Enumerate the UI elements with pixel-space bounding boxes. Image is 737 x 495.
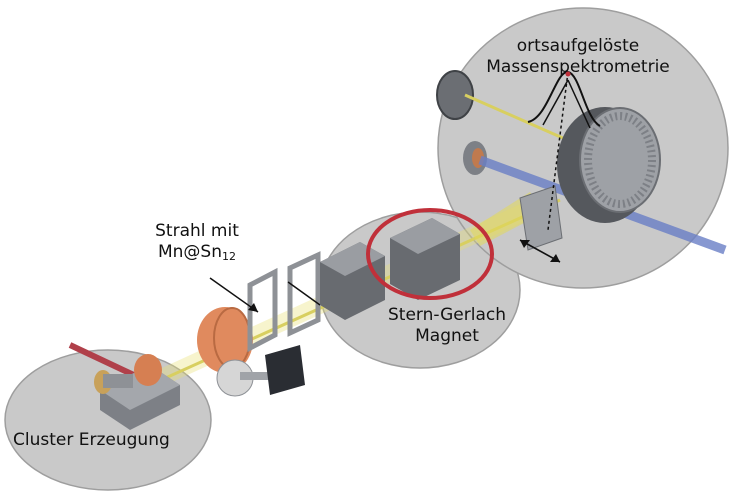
- label-beam-line1: Strahl mit: [137, 221, 257, 242]
- rotation-arrow: [288, 282, 320, 305]
- label-magnet-line2: Magnet: [377, 326, 517, 347]
- detector-panel: [265, 345, 305, 395]
- label-beam-formula: Mn@Sn: [158, 242, 222, 262]
- label-cluster-source: Cluster Erzeugung: [13, 430, 170, 451]
- label-beam-line2: Mn@Sn12: [137, 242, 257, 267]
- source-rod: [103, 374, 133, 388]
- label-spectrometry-line1: ortsaufgelöste: [478, 36, 678, 57]
- label-magnet-line1: Stern-Gerlach: [377, 305, 517, 326]
- label-spectrometry-line2: Massenspektrometrie: [478, 57, 678, 78]
- label-beam: Strahl mit Mn@Sn12: [137, 221, 257, 267]
- label-spectrometry: ortsaufgelöste Massenspektrometrie: [478, 36, 678, 78]
- disc-rod: [240, 372, 270, 380]
- label-beam-subscript: 12: [222, 250, 236, 263]
- label-magnet: Stern-Gerlach Magnet: [377, 305, 517, 347]
- source-copper-cylinder: [134, 354, 162, 386]
